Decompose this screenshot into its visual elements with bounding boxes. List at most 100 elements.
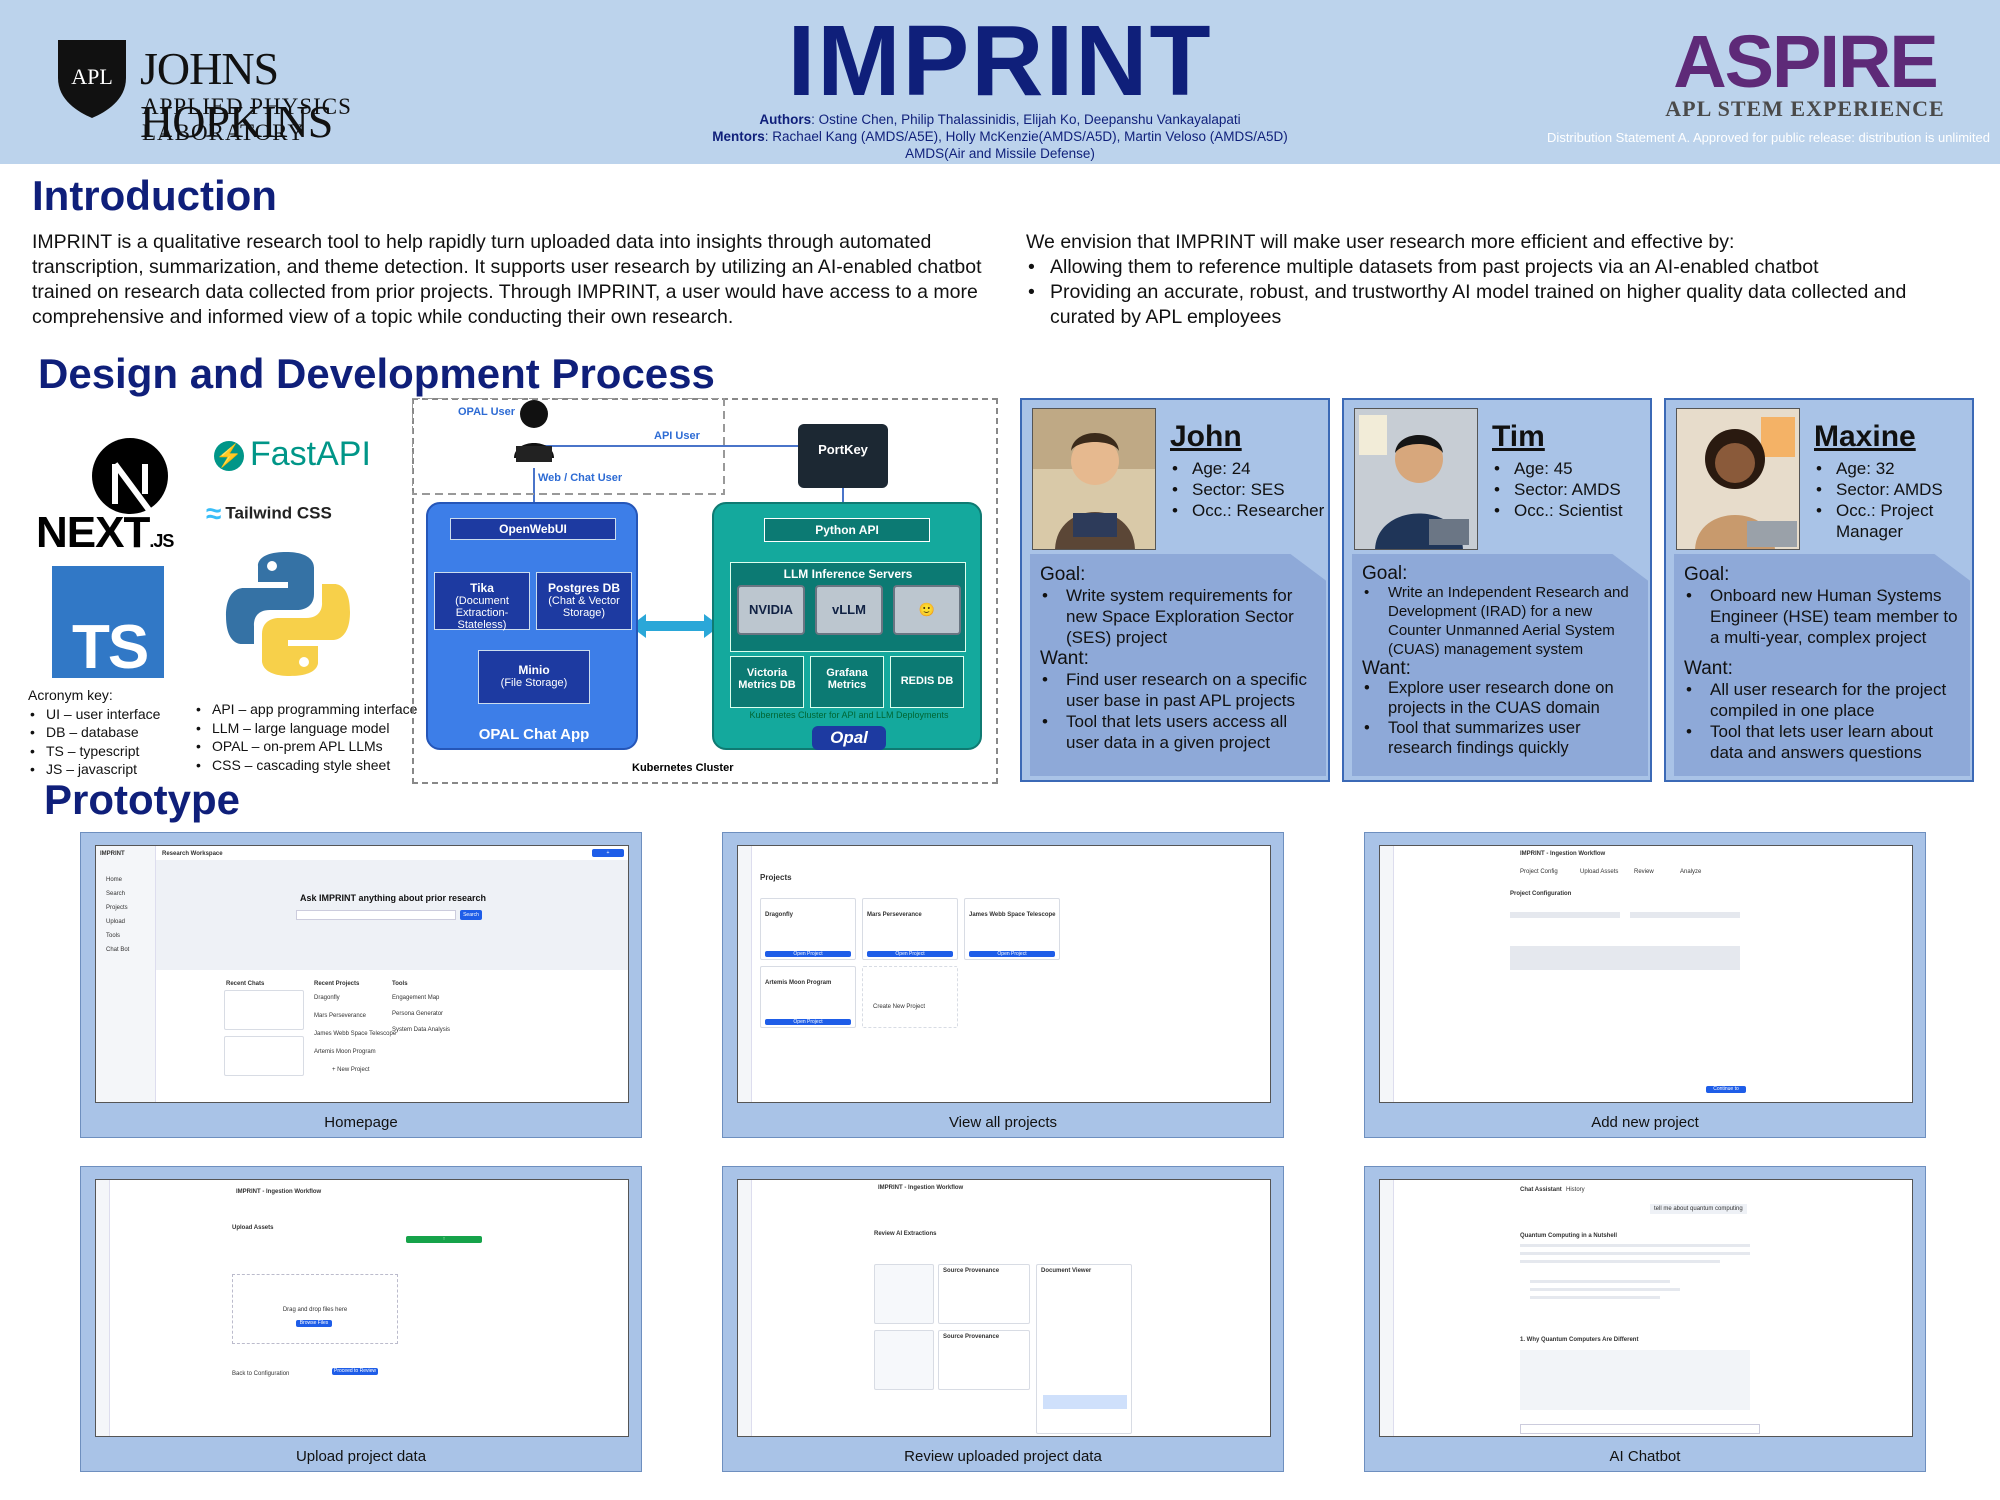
intro-bullet: Allowing them to reference multiple data… bbox=[1026, 255, 1976, 280]
persona-photo bbox=[1032, 408, 1156, 550]
ingest-step: Analyze bbox=[1680, 869, 1702, 875]
goal-label: Goal: bbox=[1040, 564, 1086, 585]
persona-photo bbox=[1676, 408, 1800, 550]
opal-chat-app-label: OPAL Chat App bbox=[478, 726, 590, 743]
persona-attr: Sector: AMDS bbox=[1814, 479, 1972, 500]
john-portrait-icon bbox=[1033, 409, 1155, 549]
tailwind-word: Tailwind CSS bbox=[225, 503, 332, 523]
project-card-name: Dragonfly bbox=[765, 912, 794, 918]
create-project-label: Create New Project bbox=[873, 1004, 926, 1010]
prototype-add-project: IMPRINT - Ingestion Workflow Project Con… bbox=[1364, 832, 1926, 1138]
chat-sidebar bbox=[1380, 1180, 1394, 1436]
persona-john: John Age: 24 Sector: SES Occ.: Researche… bbox=[1020, 398, 1330, 782]
extraction-card bbox=[874, 1264, 934, 1324]
tool-item: Persona Generator bbox=[392, 1011, 444, 1017]
persona-attrs: Age: 24 Sector: SES Occ.: Researcher bbox=[1170, 458, 1324, 521]
python-api-box: Python API bbox=[764, 518, 930, 542]
goal-label: Goal: bbox=[1684, 564, 1730, 585]
llm-inference-servers: LLM Inference Servers NVIDIA vLLM 🙂 bbox=[730, 562, 966, 652]
recent-projects-title: Recent Projects bbox=[314, 981, 360, 987]
proto-caption: Review uploaded project data bbox=[904, 1448, 1102, 1465]
fastapi-logo: ⚡FastAPI bbox=[214, 435, 371, 474]
design-heading: Design and Development Process bbox=[38, 350, 715, 397]
opal-chat-app: OpenWebUI Tika(Document Extraction-State… bbox=[426, 502, 638, 750]
persona-attr: Sector: SES bbox=[1170, 479, 1324, 500]
review-heading: Review AI Extractions bbox=[874, 1231, 937, 1237]
persona-tim: Tim Age: 45 Sector: AMDS Occ.: Scientist… bbox=[1342, 398, 1652, 782]
text-line bbox=[1520, 1252, 1750, 1255]
nextjs-suffix: .JS bbox=[149, 531, 174, 551]
ollama-server-icon: 🙂 bbox=[893, 585, 961, 635]
text-line bbox=[1520, 1244, 1750, 1247]
document-viewer: Document Viewer bbox=[1036, 1264, 1132, 1434]
project-card-name: Artemis Moon Program bbox=[765, 980, 832, 986]
persona-goals: Goal: Onboard new Human Systems Engineer… bbox=[1674, 554, 1970, 776]
amds-line: AMDS(Air and Missile Defense) bbox=[905, 146, 1095, 161]
goal-item: Write an Independent Research and Develo… bbox=[1362, 583, 1640, 659]
tool-item: System Data Analysis bbox=[392, 1027, 451, 1033]
open-project-button: Open Project bbox=[765, 951, 851, 957]
persona-name: John bbox=[1170, 420, 1242, 453]
mentors-label: Mentors bbox=[712, 129, 765, 144]
minio-sub: (File Storage) bbox=[500, 677, 568, 689]
maxine-portrait-icon bbox=[1677, 409, 1799, 549]
persona-attr: Sector: AMDS bbox=[1492, 479, 1623, 500]
aspire-logo: ASPIRE APL STEM EXPERIENCE bbox=[1650, 22, 1960, 122]
persona-attr: Age: 45 bbox=[1492, 458, 1623, 479]
vllm-server-icon: vLLM bbox=[815, 585, 883, 635]
victoria-metrics-box: Victoria Metrics DB bbox=[730, 656, 804, 708]
source-card: Source Provenance bbox=[938, 1264, 1030, 1324]
nav-item: Tools bbox=[106, 933, 121, 939]
architecture-diagram: OPAL User API User Web / Chat User PortK… bbox=[412, 398, 998, 784]
hero-search-button: Search bbox=[460, 910, 482, 920]
python-icon bbox=[226, 552, 350, 676]
want-label: Want: bbox=[1362, 658, 1411, 679]
projects-title: Projects bbox=[760, 873, 792, 882]
persona-attrs: Age: 32 Sector: AMDS Occ.: Project Manag… bbox=[1814, 458, 1972, 542]
prototype-homepage: IMPRINT Home Search Projects Upload Tool… bbox=[80, 832, 642, 1138]
persona-goals: Goal: Write system requirements for new … bbox=[1030, 554, 1326, 776]
acronym-title: Acronym key: bbox=[28, 687, 113, 703]
tailwind-wave-icon: ≈ bbox=[206, 498, 222, 529]
project-item: James Webb Space Telescope bbox=[314, 1031, 397, 1037]
new-project-link: + New Project bbox=[332, 1067, 370, 1073]
goal-label: Goal: bbox=[1362, 563, 1408, 584]
minio-title: Minio bbox=[518, 663, 550, 677]
want-label: Want: bbox=[1684, 658, 1733, 679]
review-screenshot: IMPRINT - Ingestion Workflow Review AI E… bbox=[737, 1179, 1271, 1437]
chatbot-screenshot: Chat Assistant History tell me about qua… bbox=[1379, 1179, 1913, 1437]
acronym-item: TS – typescript bbox=[28, 742, 160, 761]
kubernetes-cluster-label: Kubernetes Cluster bbox=[632, 762, 734, 774]
want-item: Find user research on a specific user ba… bbox=[1040, 669, 1318, 711]
poster-header: APL JOHNS HOPKINS APPLIED PHYSICS LABORA… bbox=[0, 0, 2000, 164]
want-item: All user research for the project compil… bbox=[1684, 679, 1962, 721]
field-input bbox=[1510, 912, 1620, 918]
nextjs-wordmark: NEXT.JS bbox=[36, 508, 174, 558]
redis-box: REDIS DB bbox=[890, 656, 964, 708]
tools-title: Tools bbox=[392, 981, 408, 987]
upload-action-button: ↑ bbox=[406, 1236, 482, 1243]
intro-goals: We envision that IMPRINT will make user … bbox=[1026, 230, 1976, 330]
open-project-button: Open Project bbox=[969, 951, 1055, 957]
chat-input[interactable] bbox=[1520, 1424, 1760, 1434]
postgres-box: Postgres DB(Chat & Vector Storage) bbox=[536, 572, 632, 630]
prototype-heading: Prototype bbox=[44, 776, 241, 823]
drop-zone-label: Drag and drop files here bbox=[282, 1307, 348, 1313]
apl-logo: APL JOHNS HOPKINS APPLIED PHYSICS LABORA… bbox=[56, 38, 476, 147]
text-line bbox=[1520, 1260, 1720, 1263]
persona-maxine: Maxine Age: 32 Sector: AMDS Occ.: Projec… bbox=[1664, 398, 1974, 782]
aspire-word: ASPIRE bbox=[1673, 20, 1939, 103]
nav-item: Upload bbox=[106, 919, 126, 925]
open-project-button: Open Project bbox=[765, 1019, 851, 1025]
comparison-table bbox=[1520, 1350, 1750, 1410]
kubernetes-note: Kubernetes Cluster for API and LLM Deplo… bbox=[749, 710, 949, 720]
workspace-title: Research Workspace bbox=[162, 851, 223, 857]
portkey-box: PortKey bbox=[798, 424, 888, 488]
homepage-sidebar: IMPRINT Home Search Projects Upload Tool… bbox=[96, 846, 156, 1102]
history-tab: History bbox=[1566, 1187, 1585, 1193]
